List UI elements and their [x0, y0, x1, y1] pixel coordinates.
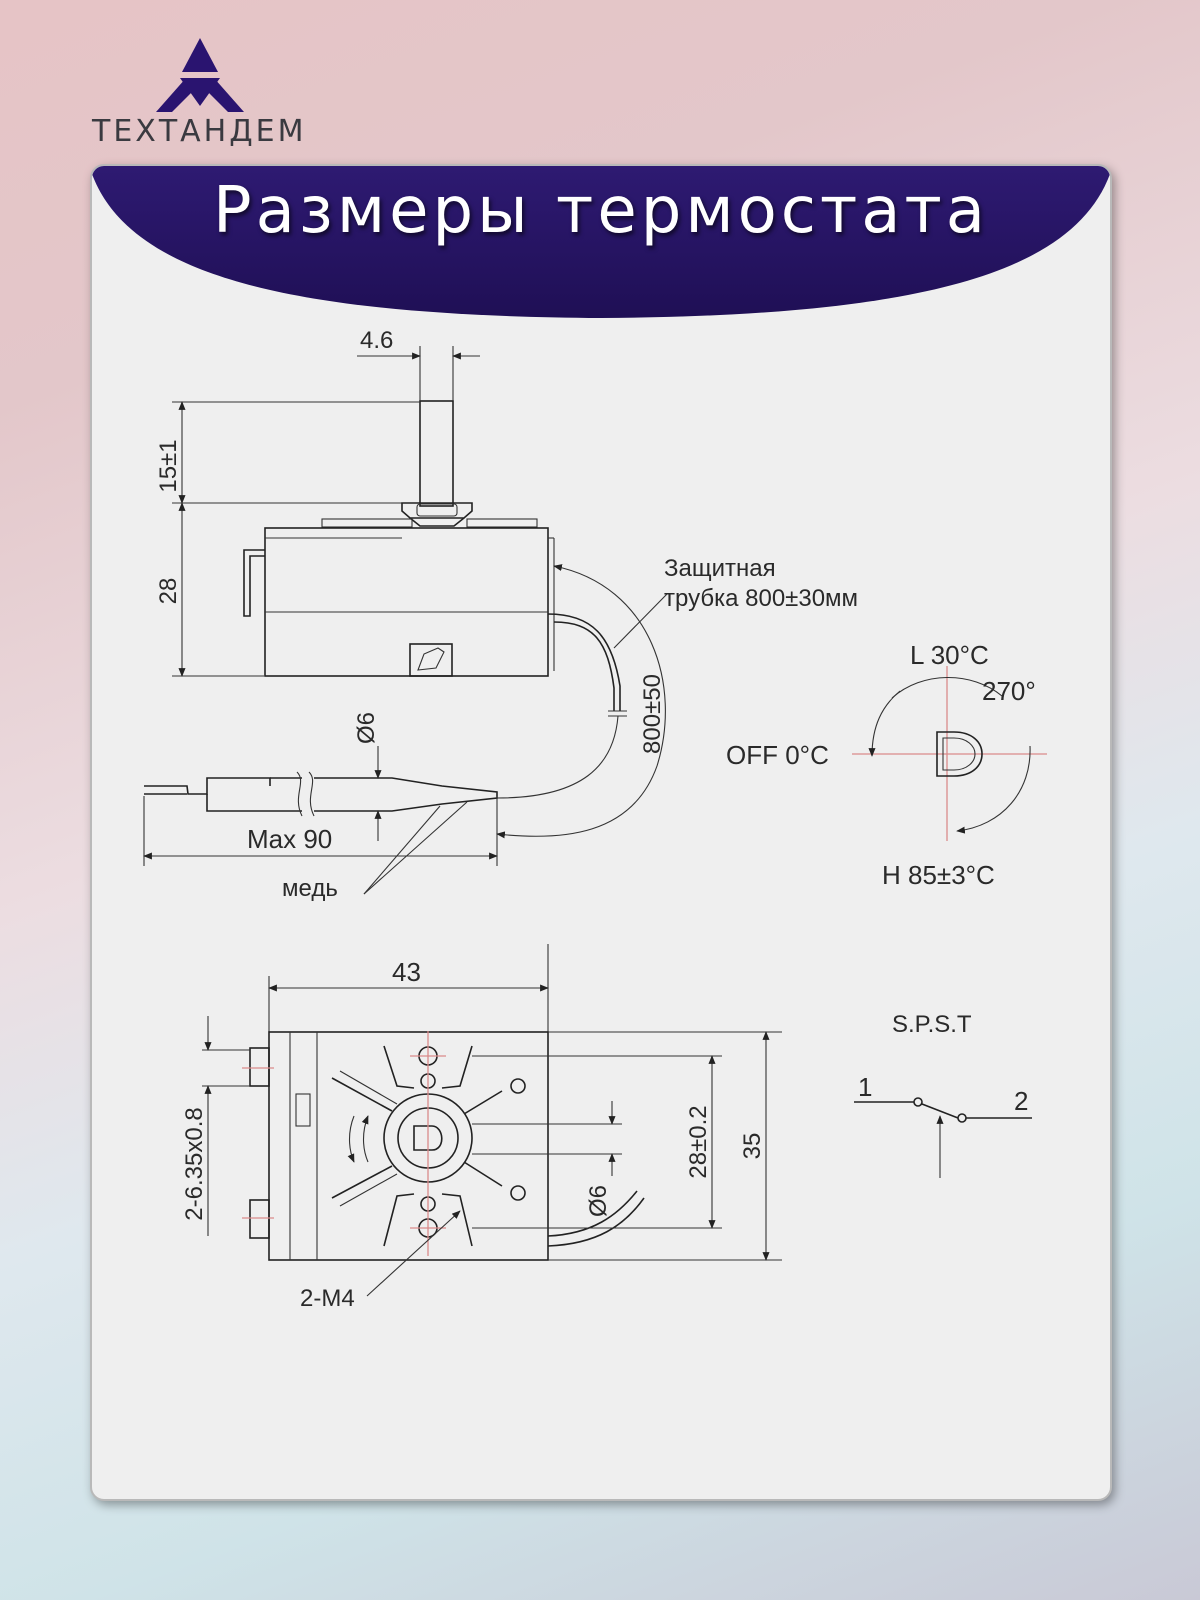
thermostat-drawing: 4.6 15±1 28	[143, 327, 1047, 1312]
shaft	[419, 400, 454, 507]
switch-terminal-1: 1	[858, 1072, 872, 1102]
title-banner	[92, 166, 1110, 318]
side-view: 4.6 15±1 28	[143, 327, 858, 902]
material-label: медь	[282, 875, 338, 902]
dial-low-label: L 30°C	[910, 640, 989, 670]
terminal	[249, 1047, 270, 1087]
triangle-logo-icon	[156, 38, 244, 112]
screws-label: 2-M4	[300, 1285, 355, 1312]
top-view: 43 2-6.35x0.8	[181, 944, 782, 1312]
terminal	[249, 1199, 270, 1239]
brand-name: ТЕХТАНДЕМ	[92, 114, 307, 149]
top-height-label: 35	[739, 1133, 766, 1160]
page-title: Размеры термостата	[213, 174, 989, 248]
tube-label-line1: Защитная	[664, 555, 776, 582]
brand-logo: ТЕХТАНДЕМ	[90, 36, 320, 156]
bulb-diameter-label: Ø6	[353, 712, 380, 744]
terminals-label: 2-6.35x0.8	[181, 1107, 208, 1220]
mount-spacing-label: 28±0.2	[685, 1105, 712, 1178]
dial-high-label: H 85±3°C	[882, 860, 995, 890]
top-width-label: 43	[392, 957, 421, 987]
switch-terminal-2: 2	[1014, 1086, 1028, 1116]
capillary-length-label: 800±50	[639, 674, 666, 754]
switch-type-label: S.P.S.T	[892, 1011, 972, 1038]
dial-diagram: L 30°C 270° OFF 0°C H 85±3°C	[726, 640, 1047, 890]
body-height-label: 28	[155, 578, 182, 605]
dial-off-label: OFF 0°C	[726, 740, 829, 770]
tube-label-line2: трубка 800±30мм	[664, 585, 858, 612]
content-card: Размеры термостата 4.6 15±1 28	[90, 164, 1112, 1501]
bulb-length-label: Max 90	[247, 824, 332, 854]
thermostat-body	[264, 527, 549, 677]
dial-rotation-label: 270°	[982, 676, 1036, 706]
shaft-diameter-label: Ø6	[585, 1185, 612, 1217]
spst-switch-symbol: S.P.S.T 1 2	[854, 1011, 1032, 1178]
shaft-width-label: 4.6	[360, 327, 393, 354]
shaft-height-label: 15±1	[155, 439, 182, 492]
top-view-body	[268, 1031, 549, 1261]
